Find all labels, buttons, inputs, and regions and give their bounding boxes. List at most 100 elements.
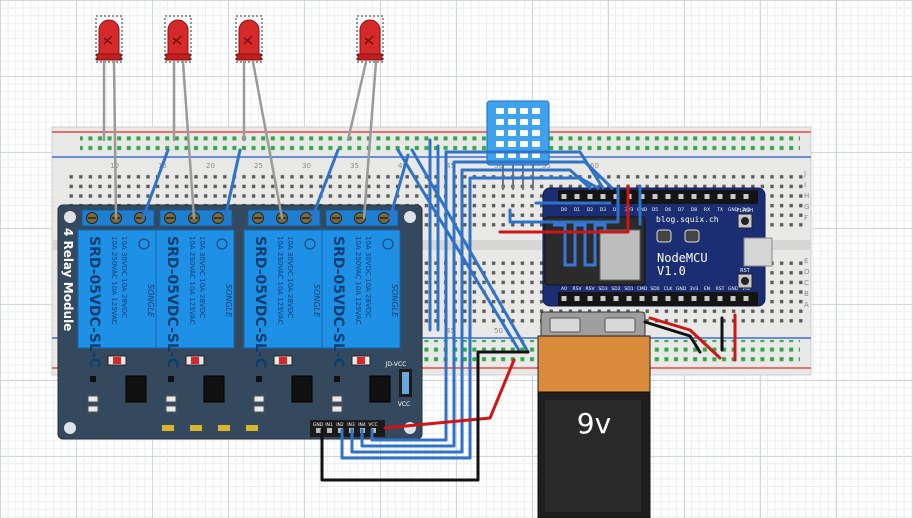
relay-brand: SONGLE — [390, 284, 399, 318]
red-led — [235, 15, 263, 63]
nodemcu-pin-label: D0 — [561, 207, 567, 213]
nodemcu-pin-label: RSV — [585, 286, 595, 292]
top-power-rail — [80, 134, 800, 154]
nodemcu-pin[interactable] — [691, 194, 697, 199]
nodemcu-pin[interactable] — [561, 194, 567, 199]
breadboard-column-number: 55 — [542, 162, 551, 170]
nodemcu-pin-label: SD3 — [598, 286, 607, 292]
nodemcu-pin[interactable] — [717, 194, 723, 199]
breadboard-column-number: 45 — [446, 327, 455, 335]
nodemcu-pin[interactable] — [652, 194, 658, 199]
nodemcu-pin[interactable] — [613, 194, 619, 199]
header-pin-label: GND — [313, 422, 324, 428]
nodemcu-pin[interactable] — [626, 296, 632, 301]
nodemcu-pin-label: D2 — [587, 207, 593, 213]
nodemcu-pin-label: D8 — [691, 207, 697, 213]
nodemcu-pin[interactable] — [704, 296, 710, 301]
breadboard-row-letter: A — [804, 301, 809, 309]
nodemcu-pin[interactable] — [730, 194, 736, 199]
nodemcu-pin[interactable] — [730, 296, 736, 301]
nodemcu-pin-label: GND — [676, 286, 687, 292]
breadboard-row-letter: I — [804, 181, 806, 189]
dht-vent — [520, 108, 528, 114]
header-pin-label: IN4 — [358, 422, 366, 428]
nodemcu-pin[interactable] — [587, 296, 593, 301]
header-pin[interactable] — [327, 428, 332, 433]
nodemcu-pin[interactable] — [639, 296, 645, 301]
relay-rating: 10A 250VAC 10A 125VAC — [110, 236, 118, 325]
nodemcu-pin[interactable] — [704, 194, 710, 199]
nodemcu-pin[interactable] — [652, 296, 658, 301]
nodemcu-pin[interactable] — [587, 194, 593, 199]
relay-model: SRD-05VDC-SL-C — [164, 236, 180, 368]
nodemcu-pin[interactable] — [600, 194, 606, 199]
breadboard-column-number: 45 — [446, 162, 455, 170]
relay-brand: SONGLE — [312, 284, 321, 318]
relay-brand: SONGLE — [224, 284, 233, 318]
nodemcu-name: NodeMCU — [657, 251, 708, 265]
nodemcu-pin-label: RX — [704, 207, 710, 213]
relay-body — [77, 229, 157, 349]
nodemcu-pin[interactable] — [574, 194, 580, 199]
dht-vent — [508, 141, 516, 147]
relay-body — [243, 229, 323, 349]
dht-vent — [532, 141, 540, 147]
wifi-antenna-trace — [553, 223, 607, 267]
rst-label: RST — [740, 268, 751, 274]
breadboard-row-letter: E — [804, 257, 808, 265]
battery-9v: 9v — [537, 311, 651, 518]
relay-module-title: 4 Relay Module — [61, 228, 75, 331]
nodemcu-pin[interactable] — [665, 296, 671, 301]
nodemcu-pin[interactable] — [717, 296, 723, 301]
nodemcu-pin[interactable] — [743, 194, 749, 199]
breadboard-row-letter: C — [804, 279, 809, 287]
relay-rating: 10A 30VDC 10A 28VDC — [198, 236, 206, 318]
nodemcu-pin-label: SD0 — [650, 286, 659, 292]
relay-model: SRD-05VDC-SL-C — [252, 236, 268, 368]
status-led — [191, 357, 199, 364]
red-led — [164, 15, 192, 63]
nodemcu-pin[interactable] — [665, 194, 671, 199]
led-leads — [102, 60, 378, 220]
nodemcu-pin[interactable] — [613, 296, 619, 301]
header-pin-label: IN1 — [325, 422, 333, 428]
relay-rating: 10A 30VDC 10A 28VDC — [120, 236, 128, 318]
nodemcu-pin[interactable] — [574, 296, 580, 301]
nodemcu-pin[interactable] — [600, 296, 606, 301]
dht-vent — [520, 141, 528, 147]
breadboard-row-letter: H — [804, 192, 809, 200]
breadboard-row-letter: G — [804, 203, 809, 211]
breadboard-column-number: 50 — [494, 327, 503, 335]
nodemcu-pin-label: SD2 — [611, 286, 620, 292]
usb-port[interactable] — [743, 237, 773, 267]
ground-wires — [320, 316, 724, 482]
status-led — [357, 357, 365, 364]
nodemcu-pin[interactable] — [678, 296, 684, 301]
header-pin[interactable] — [316, 428, 321, 433]
nodemcu-pin[interactable] — [561, 296, 567, 301]
nodemcu-pin-label: CLK — [664, 286, 674, 292]
relay-rating: 10A 250VAC 10A 125VAC — [276, 236, 284, 325]
nodemcu-pin[interactable] — [639, 194, 645, 199]
relay-body — [155, 229, 235, 349]
battery-terminal-positive — [604, 317, 636, 333]
nodemcu-pin-label: EN — [704, 286, 710, 292]
nodemcu-pin[interactable] — [691, 296, 697, 301]
dht-vent — [496, 119, 504, 125]
jdvcc-label: JD-VCC — [385, 361, 407, 368]
nodemcu-pin[interactable] — [678, 194, 684, 199]
header-pin-label: VCC — [368, 422, 377, 428]
red-led — [356, 15, 384, 63]
nodemcu-pin[interactable] — [743, 296, 749, 301]
nodemcu-pin-label: D3 — [600, 207, 606, 213]
relay-rating: 10A 30VDC 10A 28VDC — [286, 236, 294, 318]
relay-brand: SONGLE — [146, 284, 155, 318]
nodemcu-version: V1.0 — [657, 264, 686, 278]
dht-vent — [508, 108, 516, 114]
nodemcu-pin-label: 3V3 — [690, 286, 699, 292]
relay-model: SRD-05VDC-SL-C — [330, 236, 346, 368]
